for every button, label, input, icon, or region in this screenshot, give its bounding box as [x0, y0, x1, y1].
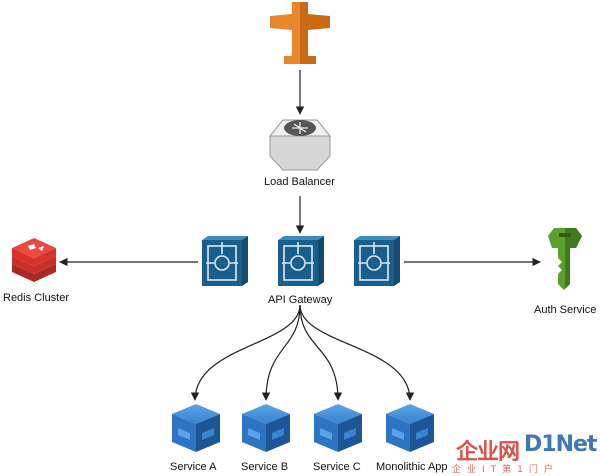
monolithic-app-label: Monolithic App [376, 461, 448, 473]
cube-icon-monolithic-app [386, 404, 434, 452]
auth-service-label: Auth Service [534, 304, 597, 316]
service-b-label: Service B [241, 461, 289, 473]
watermark-brand-cn: 企业网 [456, 440, 520, 465]
edge-gateway-to-service-a [190, 304, 301, 401]
edge-gateway-to-service-b [261, 304, 301, 401]
edge-gateway-to-service-c [299, 304, 343, 401]
watermark-brand-en: D1Net [524, 432, 597, 457]
redis-icon [12, 238, 56, 282]
route53-icon [270, 2, 330, 64]
cube-icon-service-c [314, 404, 362, 452]
load-balancer-icon [268, 119, 332, 171]
load-balancer-label: Load Balancer [264, 176, 335, 188]
redis-cluster-label: Redis Cluster [3, 292, 70, 304]
service-cubes [172, 404, 434, 452]
service-c-label: Service C [313, 461, 361, 473]
key-icon [548, 228, 582, 290]
cube-icon-service-b [242, 404, 290, 452]
service-a-label: Service A [170, 461, 217, 473]
gateway-icon-center [278, 236, 324, 286]
api-gateway-label: API Gateway [268, 294, 333, 306]
watermark-subtitle: 企业IT第1门户 [452, 465, 559, 475]
edges [59, 70, 541, 401]
gateway-icon-right [354, 236, 400, 286]
edge-gateway-to-monolithic-app [299, 304, 415, 401]
api-gateway-icon [202, 236, 400, 286]
gateway-icon-left [202, 236, 248, 286]
cube-icon-service-a [172, 404, 220, 452]
